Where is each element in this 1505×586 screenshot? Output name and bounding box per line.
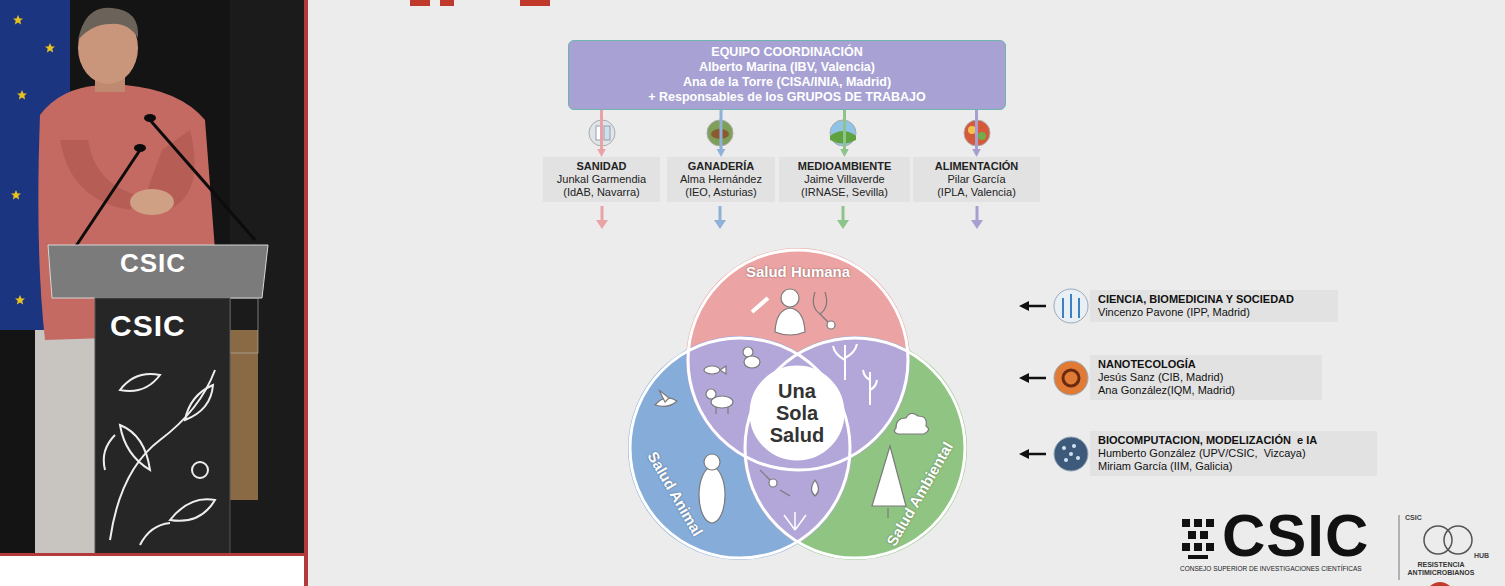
circle-label: Salud Animal [644,449,707,540]
connector [597,110,606,157]
connector [840,110,849,157]
circle-border [745,338,965,558]
podium-logo-text: CSIC [120,249,186,277]
working-group-box: GANADERÍAAlma Hernández(IEO, Asturias) [667,157,775,202]
box-text: (IPLA, Valencia) [919,186,1034,199]
box-text: Humberto González (UPV/CSIC, Vizcaya) [1098,447,1369,460]
connector-line [600,110,603,150]
box-text: Ana de la Torre (CISA/INIA, Madrid) [581,75,993,90]
hub-logo [1424,526,1472,554]
arrow-head [972,149,981,157]
logo-divider [1399,515,1400,580]
box-heading: SANIDAD [549,160,654,173]
working-group-box: SANIDADJunkal Garmendia(IdAB, Navarra) [543,157,660,202]
logo-wordmark: CSIC [1222,506,1369,566]
podium-logo-text: CSIC [110,310,186,342]
venn-fills [628,248,967,560]
coordination-box: EQUIPO COORDINACIÓNAlberto Marina (IBV, … [568,40,1006,110]
center-label: Una Sola Salud [762,380,832,446]
box-heading: CIENCIA, BIOMEDICINA Y SOCIEDAD [1098,293,1330,306]
hub-logo-text: HUB [1474,552,1489,560]
support-group-box: BIOCOMPUTACION, MODELIZACIÓN e IAHumbert… [1090,431,1377,476]
circle-border [630,338,850,558]
box-text: Alma Hernández [673,173,769,186]
arrow-head [717,149,726,157]
box-heading: NANOTECOLOGÍA [1098,358,1314,371]
connector-line [975,110,978,150]
arrow-head [597,149,606,157]
circle-border [688,250,908,470]
working-group-box: MEDIOAMBIENTEJaime Villaverde(IRNASE, Se… [779,157,910,202]
box-heading: EQUIPO COORDINACIÓN [581,45,993,60]
box-text: (IRNASE, Sevilla) [785,186,904,199]
circle-label: Salud Ambiental [883,439,957,549]
hub-logo-text: CSIC [1405,514,1422,522]
box-text: Jaime Villaverde [785,173,904,186]
cut-title-fragment [410,0,550,6]
side-arrows [1019,301,1046,459]
box-heading: MEDIOAMBIENTE [785,160,904,173]
connector-line [843,110,846,150]
connector [972,110,981,157]
csic-emblem [1182,519,1214,559]
speaker-photo [0,0,308,586]
box-text: (IdAB, Navarra) [549,186,654,199]
box-heading: ALIMENTACIÓN [919,160,1034,173]
support-group-box: CIENCIA, BIOMEDICINA Y SOCIEDADVincenzo … [1090,290,1338,322]
box-heading: BIOCOMPUTACION, MODELIZACIÓN e IA [1098,434,1369,447]
venn-center-circle: Una Sola Salud [749,365,845,461]
circle-border [751,367,843,459]
arrow-head [840,149,849,157]
venn-icons [655,289,929,530]
arrow-stubs [596,206,983,229]
hub-logo-accent [1430,582,1450,586]
hub-subtitle: RESISTENCIA ANTIMICROBIANOS [1401,561,1481,577]
box-text: + Responsables de los GRUPOS DE TRABAJO [581,90,993,105]
box-text: Vincenzo Pavone (IPP, Madrid) [1098,306,1330,319]
box-text: Alberto Marina (IBV, Valencia) [581,60,993,75]
side-icons [1054,289,1088,471]
group-icons [589,120,990,146]
box-text: Jesús Sanz (CIB, Madrid) [1098,371,1314,384]
logo-subtitle: CONSEJO SUPERIOR DE INVESTIGACIONES CIEN… [1180,565,1362,573]
box-text: Ana González(IQM, Madrid) [1098,384,1314,397]
box-heading: GANADERÍA [673,160,769,173]
box-text: Pilar García [919,173,1034,186]
box-text: Miriam García (IIM, Galicia) [1098,460,1369,473]
circle-label: Salud Humana [746,263,850,281]
connector-line [720,110,723,150]
connector [717,110,726,157]
support-group-box: NANOTECOLOGÍAJesús Sanz (CIB, Madrid)Ana… [1090,355,1322,400]
working-group-box: ALIMENTACIÓNPilar García(IPLA, Valencia) [913,157,1040,202]
box-text: Junkal Garmendia [549,173,654,186]
box-text: (IEO, Asturias) [673,186,769,199]
